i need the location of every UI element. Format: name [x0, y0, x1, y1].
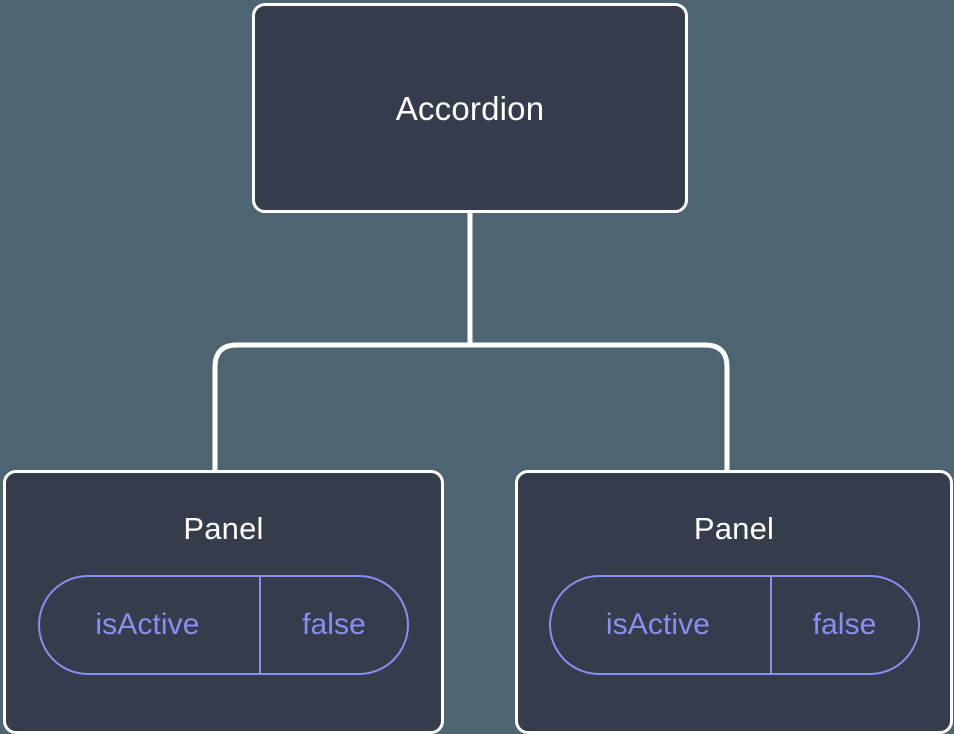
edge-branch-left [212, 342, 470, 472]
node-panel-1[interactable]: Panel isActive false [515, 470, 953, 734]
node-panel-0[interactable]: Panel isActive false [3, 470, 444, 734]
state-key-1: isActive [605, 608, 711, 641]
edge-branch-right [470, 342, 730, 472]
node-accordion-label: Accordion [395, 89, 545, 127]
state-value-0: false [259, 577, 407, 673]
state-key-0: isActive [95, 608, 200, 641]
node-accordion[interactable]: Accordion [252, 3, 688, 213]
node-panel-0-label: Panel [183, 511, 264, 546]
node-panel-1-label: Panel [693, 511, 775, 546]
state-value-1: false [769, 577, 918, 673]
state-pill-1[interactable]: isActive false [548, 575, 920, 675]
state-pill-0[interactable]: isActive false [38, 575, 409, 675]
